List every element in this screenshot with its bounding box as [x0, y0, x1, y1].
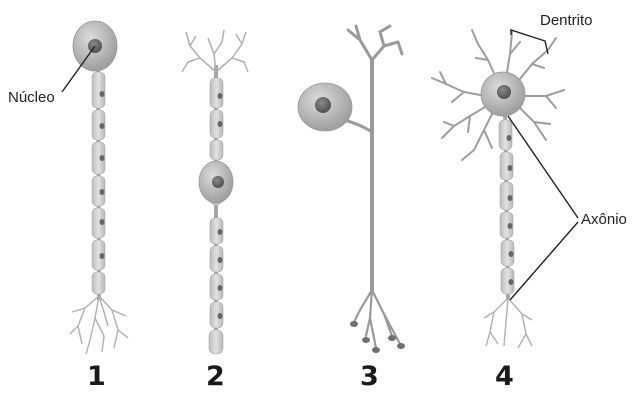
neuron-2-dendrites: [182, 30, 248, 72]
axon-pointer-upper: [508, 116, 578, 218]
neuron-number-4: 4: [495, 361, 514, 392]
dendrite-bracket: [511, 30, 548, 54]
nucleus-label: Núcleo: [8, 89, 55, 106]
axon-label: Axônio: [581, 211, 627, 228]
neuron-2: [182, 30, 248, 354]
axon-pointer-lower: [510, 222, 578, 300]
neuron-number-1: 1: [87, 361, 106, 392]
neuron-3: [298, 26, 405, 353]
neuron-4-terminals: [484, 298, 532, 348]
dendrite-label: Dentrito: [540, 12, 593, 29]
neuron-1: [70, 21, 128, 354]
neuron-number-2: 2: [206, 361, 225, 392]
neuron-1-terminals: [70, 296, 128, 354]
neuron-4: [432, 30, 564, 348]
neuron-1-myelin: [92, 72, 105, 294]
neuron-number-3: 3: [360, 361, 379, 392]
